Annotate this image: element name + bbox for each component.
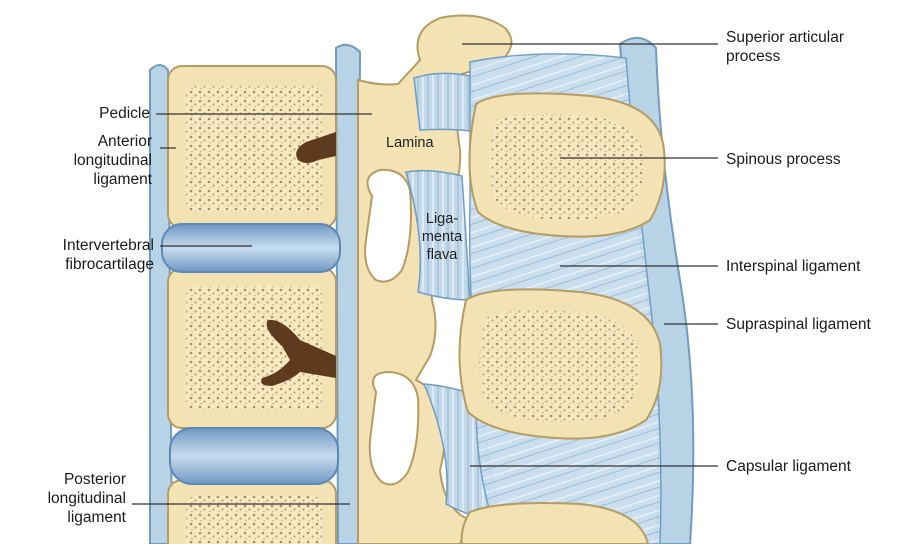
- posterior-ligament-strip: [336, 45, 360, 544]
- label-interspinal-ligament: Interspinal ligament: [726, 257, 860, 276]
- label-intervertebral-fibrocartilage: Intervertebral fibrocartilage: [8, 236, 154, 274]
- label-anterior-longitudinal-ligament: Anterior longitudinal ligament: [40, 132, 152, 189]
- intervertebral-disc-lower: [170, 428, 338, 484]
- intervertebral-disc-upper: [162, 224, 340, 272]
- intervertebral-foramen-upper: [365, 170, 411, 282]
- label-spinous-process: Spinous process: [726, 150, 841, 169]
- label-superior-articular-process: Superior articular process: [726, 28, 844, 66]
- label-lamina: Lamina: [386, 134, 434, 152]
- label-capsular-ligament: Capsular ligament: [726, 457, 851, 476]
- label-supraspinal-ligament: Supraspinal ligament: [726, 315, 871, 334]
- label-ligamenta-flava: Liga- menta flava: [414, 210, 470, 264]
- capsular-ligament-upper: [414, 73, 478, 132]
- label-posterior-longitudinal-ligament: Posterior longitudinal ligament: [20, 470, 126, 527]
- label-pedicle: Pedicle: [60, 104, 150, 123]
